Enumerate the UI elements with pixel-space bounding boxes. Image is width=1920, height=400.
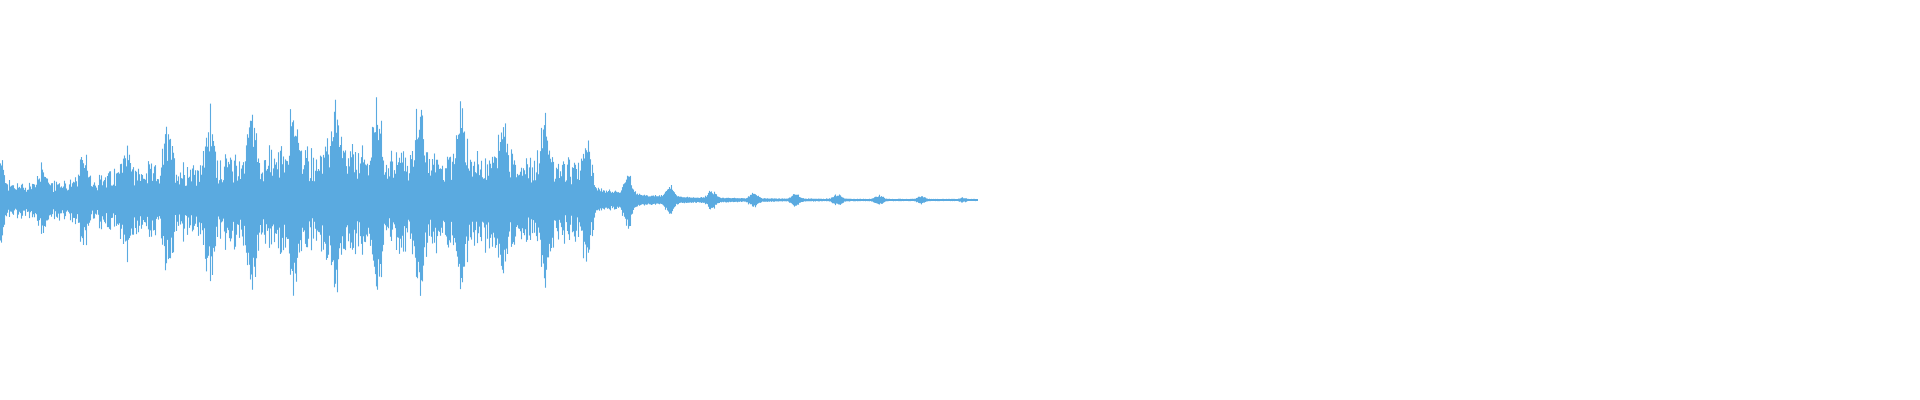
waveform-bars [0, 97, 977, 296]
waveform-samples [0, 97, 977, 296]
